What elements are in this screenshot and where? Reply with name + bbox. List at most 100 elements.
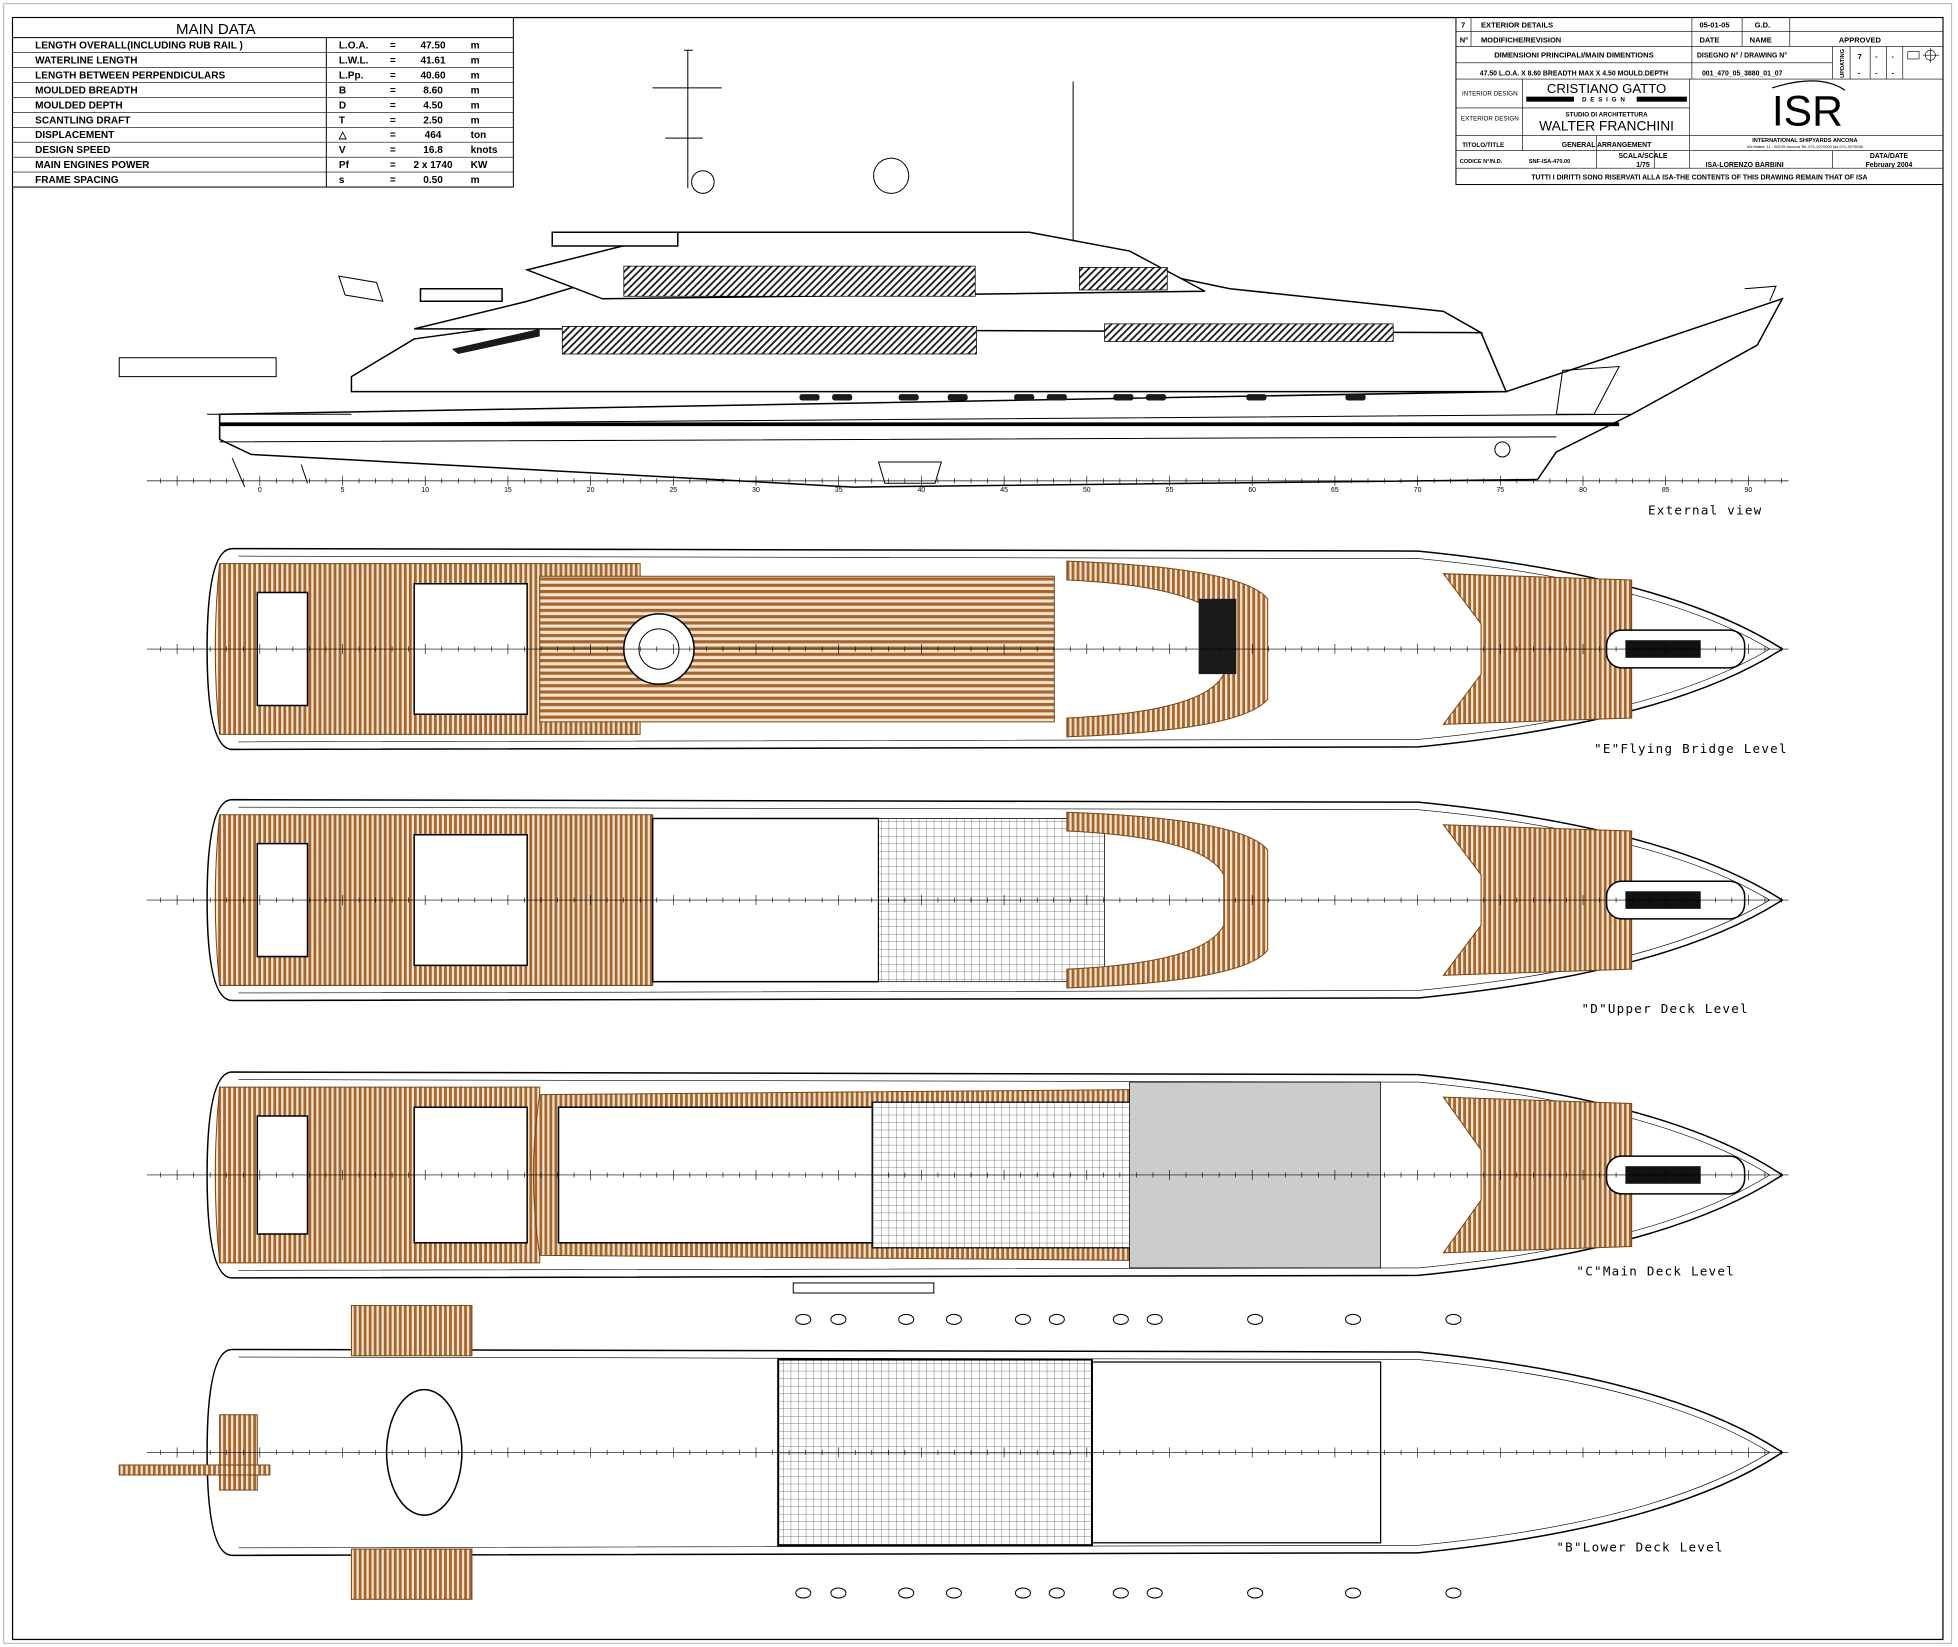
projection-symbol-icon <box>1907 47 1940 63</box>
md-row-symbol: s <box>339 175 345 186</box>
md-row-unit: m <box>471 41 480 52</box>
centerline-ruler <box>146 643 1789 655</box>
md-row-symbol: V <box>339 145 346 156</box>
swim-platform <box>118 357 352 415</box>
porthole <box>1112 1587 1129 1599</box>
interior-design-label: INTERIOR DESIGN <box>1462 90 1518 97</box>
dimensions-title: DIMENSIONI PRINCIPALI/MAIN DIMENTIONS <box>1494 51 1653 60</box>
starboard-hull-door-teak <box>350 1548 473 1600</box>
md-row-label: FRAME SPACING <box>35 175 119 186</box>
porthole <box>1445 1587 1462 1599</box>
centerline-ruler <box>146 1447 1789 1458</box>
updating-6: - <box>1891 68 1894 77</box>
lower-deck-label: "B"Lower Deck Level <box>1556 1540 1723 1555</box>
frame-number: 0 <box>258 487 262 494</box>
updating-3: - <box>1891 52 1894 61</box>
md-row-value: 40.60 <box>420 70 446 81</box>
md-row-unit: ton <box>471 130 487 141</box>
md-row-operator: = <box>390 100 396 111</box>
md-row-operator: = <box>390 175 396 186</box>
sheet-outer-border <box>3 3 1953 1644</box>
md-row-unit: m <box>471 115 480 126</box>
port-hull-door-teak <box>350 1305 473 1357</box>
md-row-label: MOULDED DEPTH <box>35 100 122 111</box>
frame-number: 15 <box>504 487 512 494</box>
md-row-symbol: T <box>339 115 346 126</box>
isa-logo: ISR <box>1772 80 1846 136</box>
frame-number: 25 <box>669 487 677 494</box>
title-label: TITOLO/TITLE <box>1462 142 1504 149</box>
md-row-value: 2.50 <box>423 115 443 126</box>
md-row-operator: = <box>390 130 396 141</box>
porthole <box>1146 1587 1163 1599</box>
interior-design-sub: DESIGN <box>1582 97 1629 104</box>
md-row-unit: m <box>471 70 480 81</box>
md-row-symbol: D <box>339 100 346 111</box>
copyright-notice: TUTTI I DIRITTI SONO RISERVATI ALLA ISA-… <box>1531 175 1867 182</box>
porthole <box>1344 1313 1362 1325</box>
code-label: CODICE N°/N.D. <box>1460 159 1503 165</box>
company-name: INTERNATIONAL SHIPYARDS ANCONA <box>1752 138 1857 144</box>
flying-bridge-label: "E"Flying Bridge Level <box>1594 741 1788 756</box>
frame-number: 85 <box>1662 487 1670 494</box>
revision-name: G.D. <box>1755 21 1770 30</box>
frame-number: 65 <box>1331 487 1339 494</box>
md-row-value: 8.60 <box>423 85 443 96</box>
frame-number: 35 <box>835 487 843 494</box>
porthole <box>898 1587 915 1599</box>
company-address: Via Mattei, 11 - 60125 Ancona Tel. 071-2… <box>1747 144 1864 149</box>
porthole <box>898 1313 915 1325</box>
revision-description: EXTERIOR DETAILS <box>1481 21 1553 30</box>
md-row-operator: = <box>390 85 396 96</box>
porthole <box>1112 1313 1129 1325</box>
sheet-border <box>11 16 1944 1641</box>
md-row-value: 0.50 <box>423 175 443 186</box>
main-deck-label: "C"Main Deck Level <box>1576 1263 1735 1278</box>
porthole <box>795 1313 812 1325</box>
md-row-value: 2 x 1740 <box>413 160 452 171</box>
md-row-unit: KW <box>471 160 488 171</box>
frame-number: 30 <box>752 487 760 494</box>
exterior-design-label: EXTERIOR DESIGN <box>1461 116 1519 123</box>
frame-number: 50 <box>1083 487 1091 494</box>
updating-2: - <box>1875 52 1878 61</box>
frame-number: 75 <box>1496 487 1504 494</box>
porthole <box>1247 1313 1264 1325</box>
radar-mast <box>652 49 1074 245</box>
md-row-symbol: L.Pp. <box>339 70 364 81</box>
updating-1: 7 <box>1858 52 1862 61</box>
md-row-symbol: L.W.L. <box>339 56 369 67</box>
header-approved: APPROVED <box>1839 36 1882 45</box>
header-date: DATE <box>1699 36 1719 45</box>
interior-designer: CRISTIANO GATTO <box>1547 81 1666 96</box>
drawing-title: GENERAL ARRANGEMENT <box>1562 142 1652 149</box>
drawing-no-label: DISEGNO N° / DRAWING N° <box>1697 52 1787 60</box>
frame-number: 45 <box>1000 487 1008 494</box>
md-row-unit: knots <box>471 145 498 156</box>
flying-bridge-plan <box>146 547 1789 751</box>
forward-windows <box>1104 323 1394 342</box>
exterior-studio: STUDIO DI ARCHITETTURA <box>1565 112 1648 119</box>
porthole <box>1146 1313 1163 1325</box>
md-row-label: WATERLINE LENGTH <box>35 56 137 67</box>
frame-number: 70 <box>1414 487 1422 494</box>
upper-deck-label: "D"Upper Deck Level <box>1581 1001 1748 1016</box>
revision-date: 05-01-05 <box>1699 21 1729 30</box>
md-row-symbol: △ <box>338 130 347 141</box>
exterior-designer: WALTER FRANCHINI <box>1539 119 1674 134</box>
header-no: N° <box>1460 36 1468 45</box>
md-row-operator: = <box>390 145 396 156</box>
md-row-symbol: L.O.A. <box>339 41 369 52</box>
porthole <box>795 1587 812 1599</box>
frame-number: 60 <box>1248 487 1256 494</box>
main-deck-windows <box>561 326 977 355</box>
md-row-label: SCANTLING DRAFT <box>35 115 131 126</box>
md-row-unit: m <box>471 56 480 67</box>
md-row-label: MAIN ENGINES POWER <box>35 160 150 171</box>
updating-5: - <box>1875 68 1878 77</box>
md-row-value: 47.50 <box>420 41 446 52</box>
frame-number: 20 <box>587 487 595 494</box>
